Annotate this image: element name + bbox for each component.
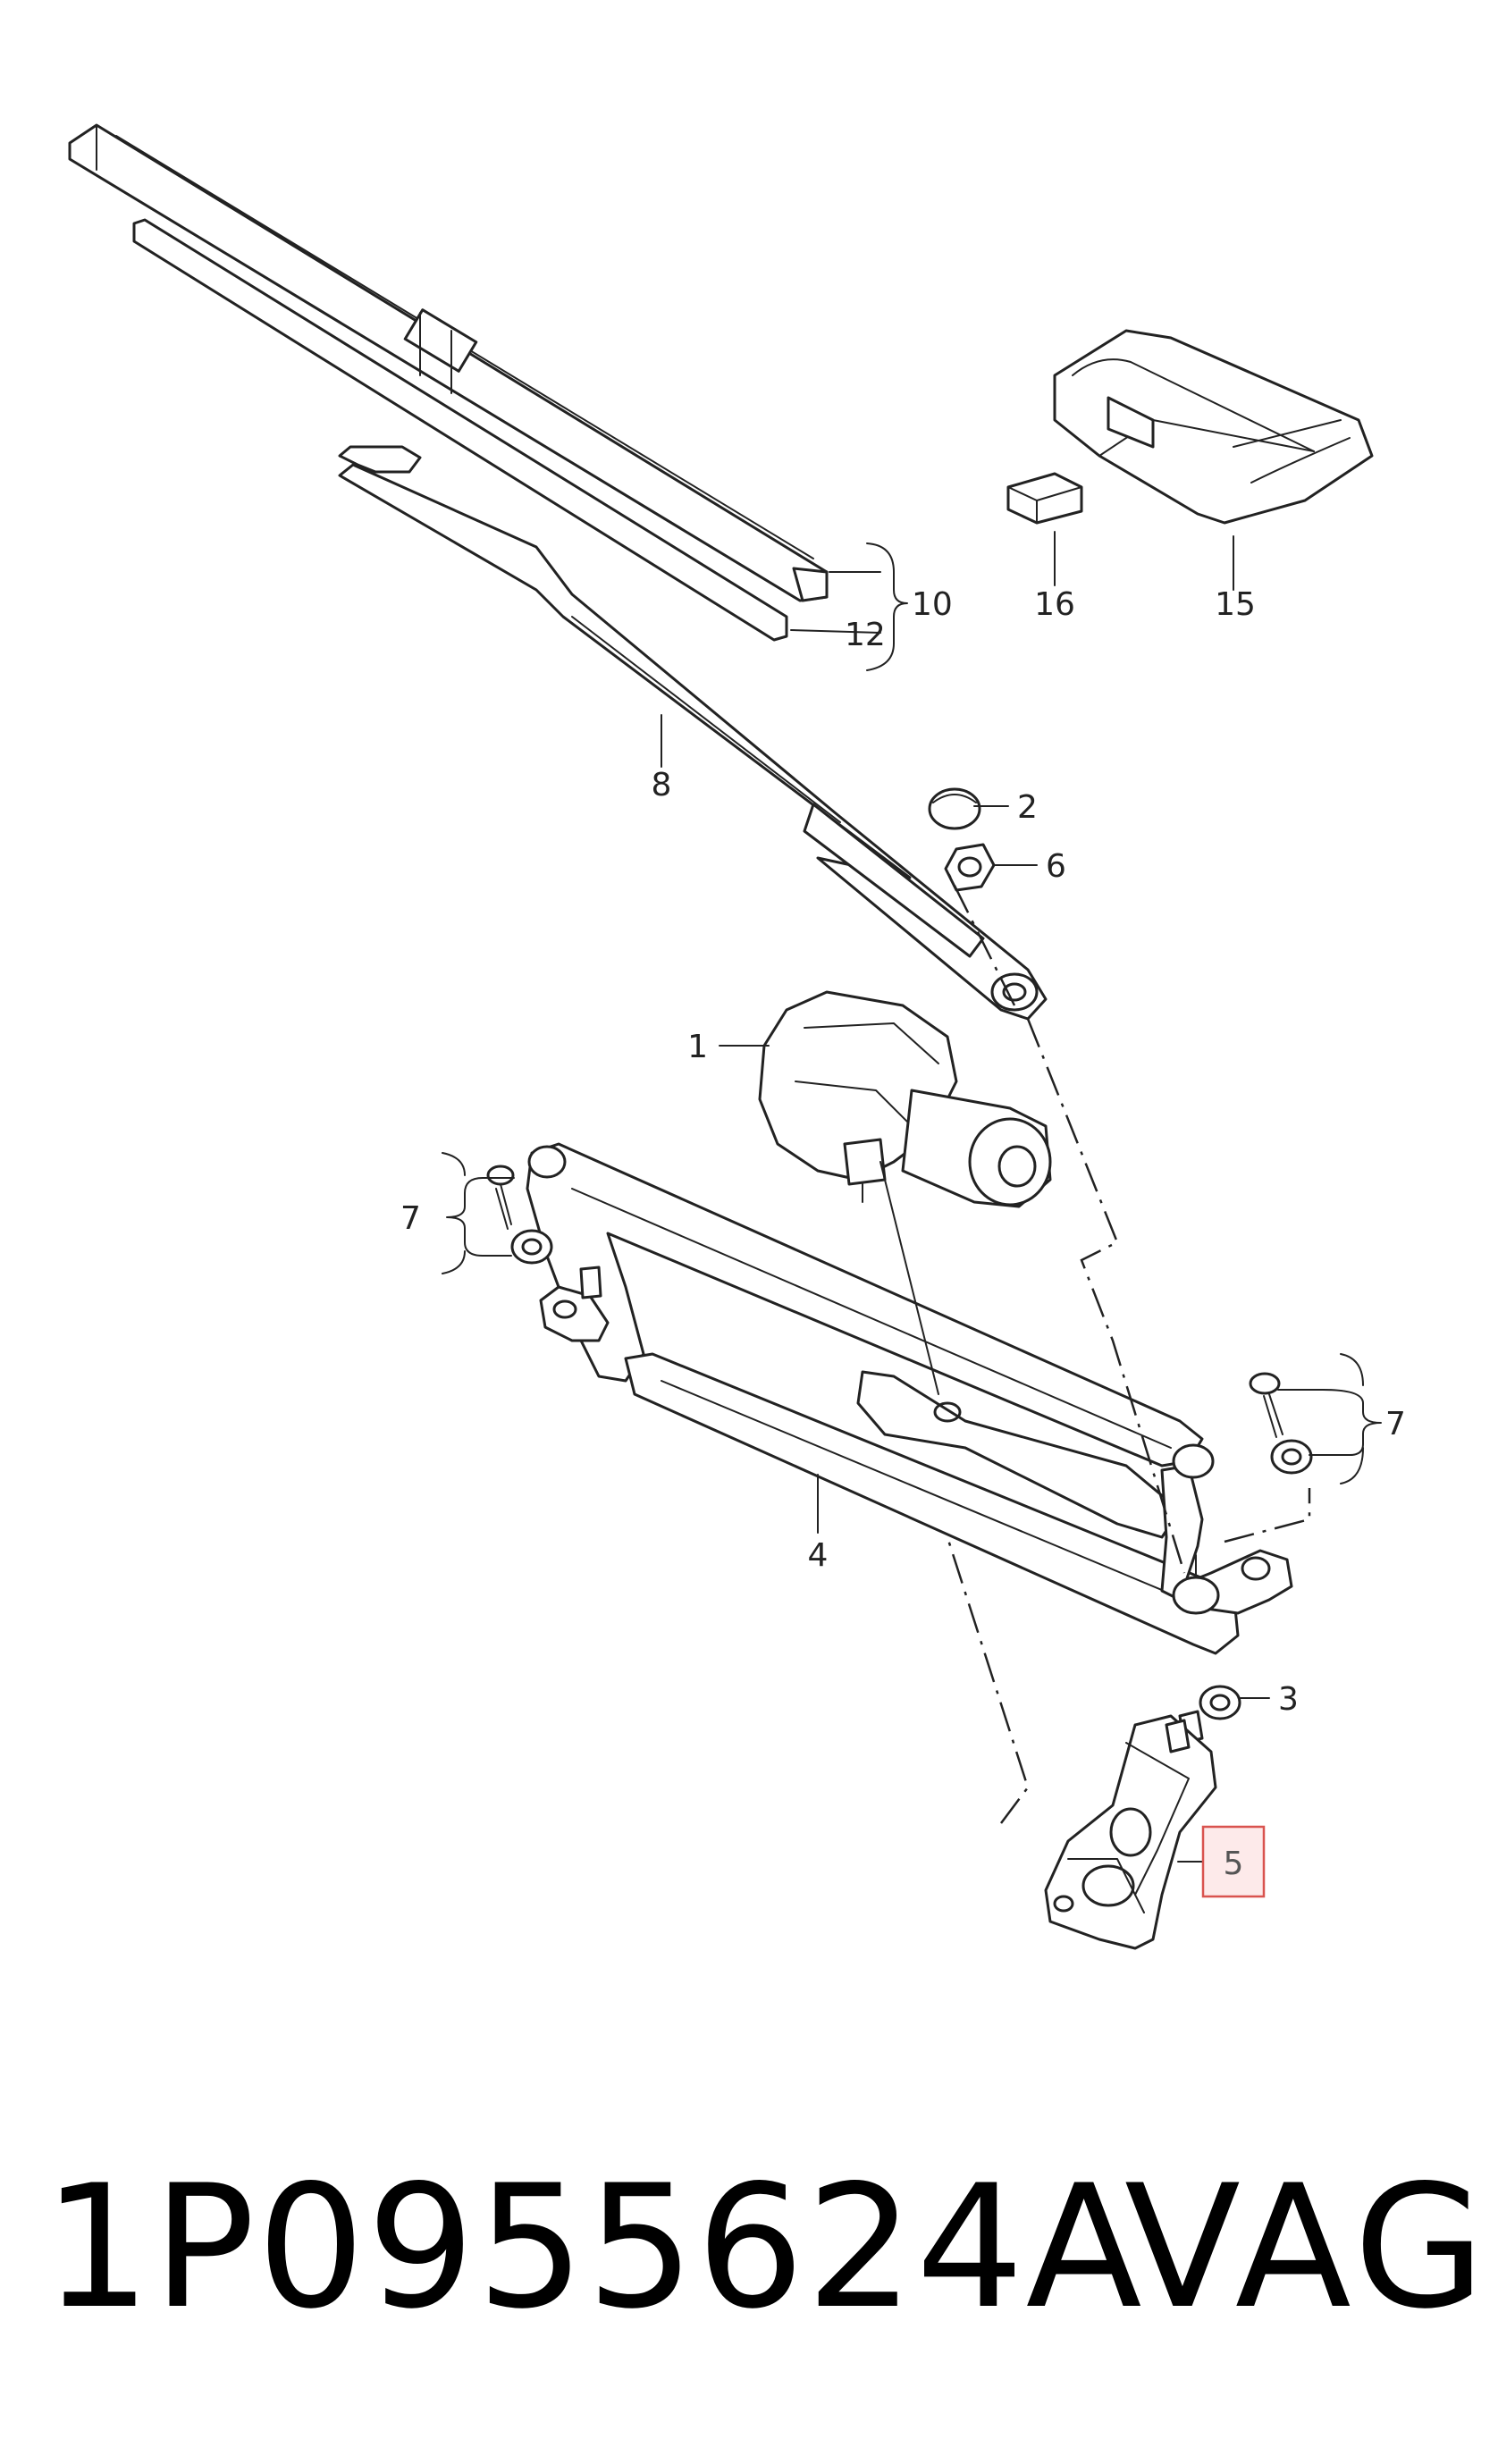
callout-7-left: 7	[400, 1200, 421, 1237]
highlight-box	[1201, 1825, 1266, 1898]
wiper-arm[interactable]	[338, 445, 1048, 1021]
callout-10: 10	[912, 586, 953, 623]
part-number: 1P0955624A	[43, 2149, 1144, 2346]
callout-12: 12	[845, 617, 886, 653]
wiper-rubber-insert[interactable]	[132, 218, 788, 642]
callout-5: 5	[1224, 1846, 1244, 1882]
leader-lines	[442, 531, 1382, 1863]
wiper-motor[interactable]	[758, 990, 1052, 1208]
assembly-guide-lines	[879, 870, 1311, 1824]
control-module[interactable]	[1053, 329, 1374, 525]
callout-7-right: 7	[1385, 1406, 1406, 1442]
callout-6: 6	[1046, 848, 1066, 885]
rubber-grommet-right[interactable]	[1270, 1439, 1313, 1475]
connector-plug[interactable]	[1006, 472, 1083, 525]
callout-4: 4	[808, 1537, 829, 1574]
callout-3: 3	[1278, 1681, 1299, 1718]
callout-16: 16	[1034, 586, 1075, 623]
callout-labels: 1 2 6 3 4 7 7 8 10 12 16 15	[400, 586, 1406, 1718]
callout-5-highlight[interactable]: 5	[1201, 1825, 1266, 1898]
cap[interactable]	[928, 787, 981, 830]
callout-8: 8	[652, 767, 672, 803]
callout-2: 2	[1017, 789, 1038, 826]
hex-nut[interactable]	[944, 843, 996, 892]
callout-15: 15	[1215, 586, 1256, 623]
wiper-blade[interactable]	[68, 123, 829, 602]
mounting-bolt-right[interactable]	[1249, 1372, 1283, 1438]
wiper-linkage-frame[interactable]	[526, 1142, 1293, 1655]
brand-name: VAG	[1124, 2149, 1491, 2346]
callout-1: 1	[687, 1029, 708, 1065]
rubber-grommet-left[interactable]	[510, 1229, 553, 1265]
bearing-bracket[interactable]	[1044, 1714, 1217, 1950]
mounting-bolt-left[interactable]	[486, 1165, 515, 1230]
